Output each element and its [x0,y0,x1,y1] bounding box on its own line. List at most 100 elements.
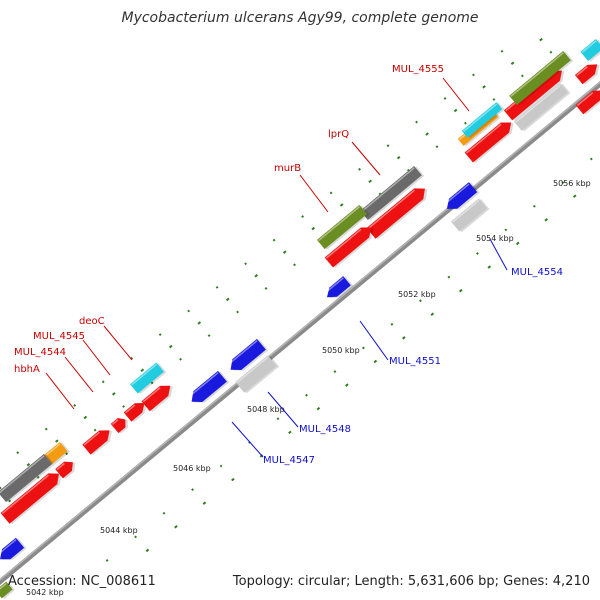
cds-forward-arrow[interactable] [0,467,66,525]
cds-forward-arrow[interactable] [123,397,151,423]
tick-mark [510,61,515,65]
leader-line-mul-4545 [82,339,111,376]
feature-body [324,227,372,268]
tick-mark [458,288,463,293]
cds-forward-arrow[interactable] [55,457,79,480]
tick-mark [504,228,508,232]
tick-mark [225,297,230,302]
feature-highlight [576,92,594,107]
leader-line-lprq [351,141,381,176]
tick-mark [453,108,458,113]
leader-line-mul-4544 [64,356,94,393]
tick-mark [134,535,137,539]
tick-mark [425,132,429,136]
tick-mark [293,263,296,267]
cds-forward-arrow[interactable] [324,221,378,269]
feature-highlight [463,103,498,132]
gene-label-lprq[interactable]: lprQ [328,129,349,140]
feature-body [503,70,562,121]
tick-mark [572,194,577,198]
tick-mark [73,404,77,407]
tick-mark [44,427,48,431]
feature-body [0,581,13,599]
tick-mark [168,344,173,349]
feature-highlight [510,52,564,97]
feature-highlight [325,228,362,259]
misc-feature-block[interactable] [461,101,505,139]
tick-mark [158,333,162,337]
tick-mark [187,309,191,313]
misc-feature-block[interactable] [514,82,571,132]
misc-feature-block[interactable] [0,453,55,504]
feature-highlight [188,372,219,398]
tick-mark [231,477,235,482]
gene-label-mul-4551[interactable]: MUL_4551 [389,356,441,367]
tick-mark [500,49,504,53]
scale-label-5044: 5044 kbp [100,526,138,535]
cds-forward-arrow[interactable] [574,59,600,86]
cds-forward-arrow[interactable] [464,116,518,164]
gene-label-mul-4554[interactable]: MUL_4554 [511,267,563,278]
feature-highlight [324,277,344,294]
gene-label-murb[interactable]: murB [274,163,301,174]
misc-feature-block[interactable] [580,38,600,62]
feature-track [0,38,600,600]
tick-mark [83,415,88,420]
cds-forward-arrow[interactable] [575,85,600,116]
misc-feature-block[interactable] [235,354,280,394]
feature-body [461,102,503,138]
feature-body [141,385,171,412]
feature-body [509,51,571,105]
misc-feature-block[interactable] [509,50,574,106]
gene-label-mul-4545[interactable]: MUL_4545 [33,331,85,342]
misc-feature-block[interactable] [44,441,70,465]
feature-highlight [515,84,561,123]
tick-mark [561,181,565,185]
misc-feature-block[interactable] [450,198,490,233]
misc-feature-block[interactable] [0,581,16,600]
tick-mark [345,383,349,387]
feature-body [235,355,277,393]
tick-mark [140,368,145,372]
tick-mark [358,167,361,171]
tick-mark [402,336,406,340]
feature-highlight [465,123,502,154]
tick-mark [145,548,150,553]
cds-reverse-arrow[interactable] [443,181,480,215]
gene-label-mul-4555[interactable]: MUL_4555 [392,64,444,75]
tick-mark [105,559,109,562]
cds-forward-arrow[interactable] [82,424,116,456]
gene-label-deoc[interactable]: deoC [79,316,105,327]
tick-mark [329,191,333,195]
cds-reverse-arrow[interactable] [187,370,230,409]
feature-body [130,362,164,394]
misc-feature-block[interactable] [316,204,370,251]
cds-forward-arrow[interactable] [110,414,132,435]
misc-feature-block[interactable] [360,165,425,221]
cds-reverse-arrow[interactable] [323,275,354,303]
feature-body [575,90,600,115]
feature-highlight [0,582,7,592]
tick-mark [435,145,439,149]
cds-reverse-arrow[interactable] [0,537,27,566]
misc-feature-block[interactable] [130,362,167,395]
tick-mark [443,97,447,100]
gene-label-mul-4548[interactable]: MUL_4548 [299,424,351,435]
tick-mark [215,285,219,289]
tick-mark [430,312,435,316]
accession-text: Accession: NC_008611 [8,574,156,589]
tick-mark [386,144,390,148]
cds-forward-arrow[interactable] [141,380,177,413]
tick-mark [16,451,20,455]
leader-line-mul-4547 [231,421,264,458]
tick-mark [305,393,308,397]
cds-reverse-arrow[interactable] [226,338,269,377]
feature-body [110,418,126,434]
genome-summary-text: Topology: circular; Length: 5,631,606 bp… [232,574,590,589]
cds-forward-arrow[interactable] [366,182,432,240]
gene-label-mul-4547[interactable]: MUL_4547 [263,455,315,466]
label-leader-lines [45,77,508,458]
gene-label-hbha[interactable]: hbhA [14,364,40,375]
gene-label-mul-4544[interactable]: MUL_4544 [14,347,66,358]
